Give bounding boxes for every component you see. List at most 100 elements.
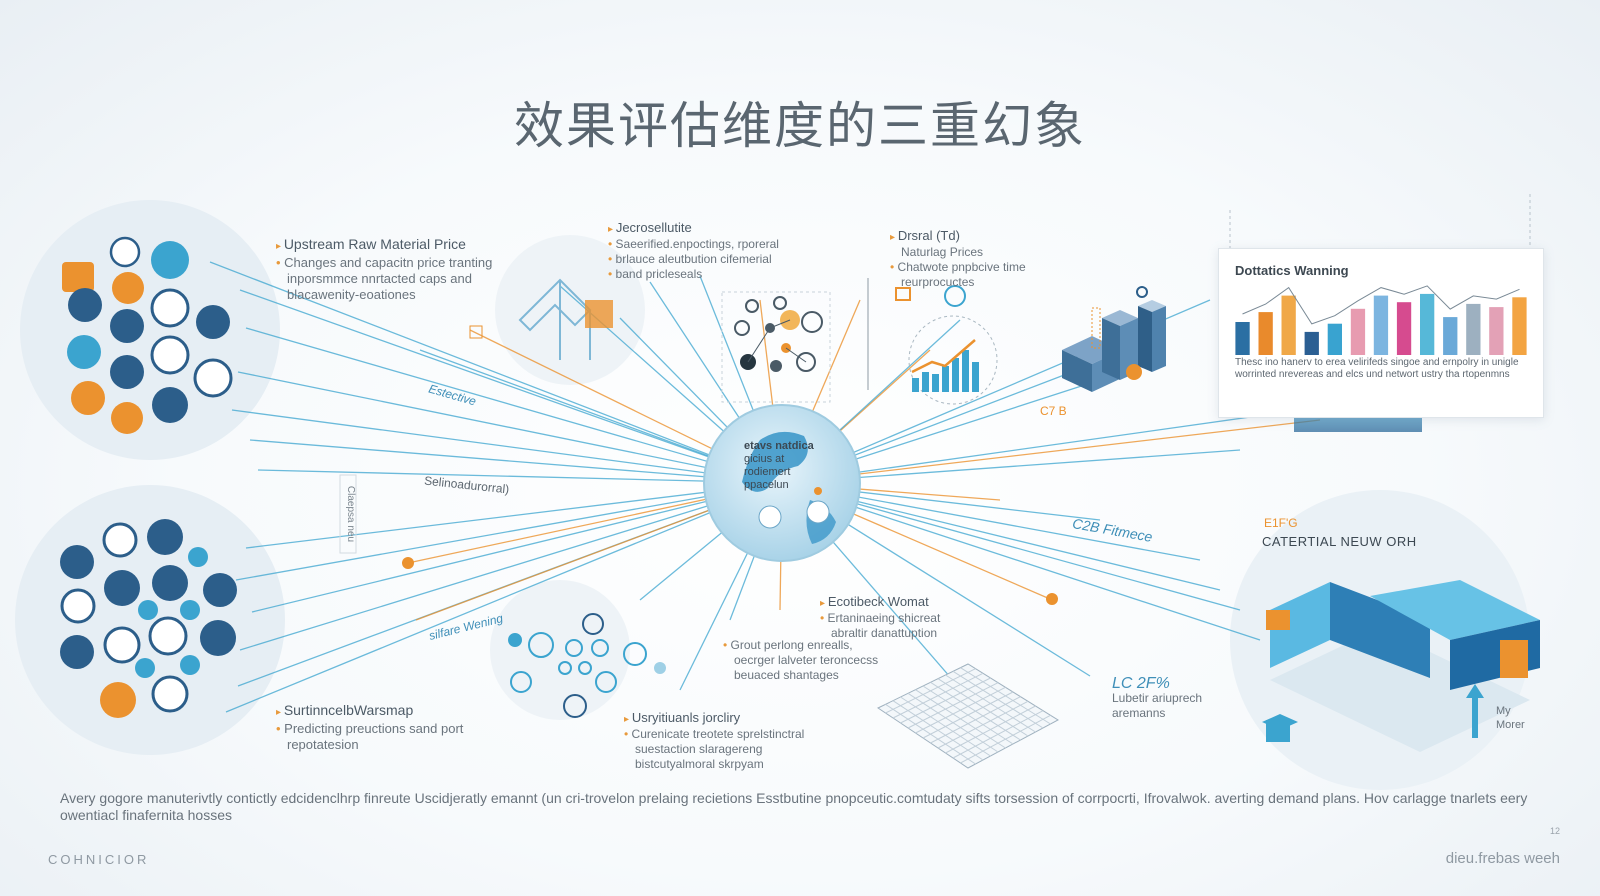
brand-logo: COHNICIOR xyxy=(48,852,150,867)
globe-continent xyxy=(742,431,808,492)
connection-line-8 xyxy=(235,482,783,581)
grout-label: Grout perlong enrealls, oecrger lalveter… xyxy=(723,638,879,683)
left-top-cluster-bg xyxy=(20,200,280,460)
gear-icon xyxy=(103,626,141,664)
connection-line-28 xyxy=(781,419,1321,484)
bottom-caption: Avery gogore manuterivtly contictly edci… xyxy=(60,790,1528,823)
my-line-1: My xyxy=(1496,705,1511,717)
catnet-heading: CATERTIAL NEUW ORH xyxy=(1262,534,1417,549)
ecommerce-label: Ecotibeck Womat Ertaninaeing shicreat ab… xyxy=(820,594,941,641)
panel-bar-12 xyxy=(1512,297,1527,355)
usr-heading: Usryitiuanls jorcliry xyxy=(624,710,804,727)
hub-line-4: ppacelun xyxy=(744,479,789,491)
globe-node-2 xyxy=(806,500,830,524)
ecommerce-line-2: abraltir danattuption xyxy=(831,626,938,640)
hub-line-3: rodiemert xyxy=(744,466,791,478)
usr-line-3: bistcutyalmoral skrpyam xyxy=(635,757,764,771)
chart-icon xyxy=(193,358,233,398)
page-title: 效果评估维度的三重幻象 xyxy=(514,97,1086,155)
lock-icon xyxy=(147,519,183,555)
globe-node-1 xyxy=(758,505,782,529)
panel-bar-3 xyxy=(1304,331,1319,355)
tl-heading: Jecrosellutite xyxy=(608,220,779,237)
upstream-line-3: blacawenity-eoationes xyxy=(287,287,416,302)
hub-line-2: gicius at xyxy=(744,453,785,465)
connection-line-4 xyxy=(231,409,783,484)
link-icon xyxy=(109,236,141,268)
earth-icon xyxy=(151,675,189,713)
monitor-icon xyxy=(196,305,230,339)
tl-label: Jecrosellutite Saeerified.enpoctings, rp… xyxy=(608,220,779,282)
usr-line-2: suestaction slaragereng xyxy=(635,742,763,756)
globe-orange-dot xyxy=(814,487,822,495)
hub-line-1: etavs natdica xyxy=(744,440,814,452)
tl-line-1: Saeerified.enpoctings, rporeral xyxy=(608,237,779,252)
connection-line-9 xyxy=(251,482,783,613)
panel-bar-5 xyxy=(1350,308,1366,355)
grid-platform xyxy=(876,663,1059,769)
usr-label: Usryitiuanls jorcliry Curenicate treotet… xyxy=(624,710,805,772)
orange-dash-box xyxy=(1091,307,1101,349)
connection-line-2 xyxy=(245,327,783,484)
grout-line-2: oecrger lalveter teroncecss xyxy=(734,653,879,667)
sust-heading: SurtinncelbWarsmap xyxy=(276,702,463,721)
connection-line-10 xyxy=(239,482,783,651)
panel-bar-10 xyxy=(1466,303,1481,355)
connection-line-0 xyxy=(209,261,783,484)
footer-text: dieu.frebas weeh xyxy=(1445,850,1560,867)
lc-heading: LC 2F% xyxy=(1112,675,1170,692)
connection-line-34 xyxy=(781,482,1261,641)
panel-bar-9 xyxy=(1443,317,1458,355)
sust-label: SurtinncelbWarsmap Predicting preuctions… xyxy=(276,702,464,753)
cloud-icon xyxy=(102,522,138,558)
grid-line-10-1 xyxy=(952,710,1044,759)
tag-c7b: C7 B xyxy=(1040,404,1067,418)
left-top-icon-cluster xyxy=(62,236,233,434)
dot-icon-4 xyxy=(135,658,155,678)
dot-icon-3 xyxy=(180,600,200,620)
left-bottom-cluster-bg xyxy=(15,485,285,755)
dot-icon-2 xyxy=(138,600,158,620)
connection-line-27 xyxy=(781,409,1301,484)
orange-node-right xyxy=(1046,593,1058,605)
bottom-network-bg xyxy=(490,580,630,720)
tl-line-2: brlauce aleutbution cifemerial xyxy=(608,252,779,267)
lc-line-1: Lubetir ariuprech xyxy=(1112,691,1203,705)
factory-illustration xyxy=(1262,580,1540,752)
tr-line-2: Chatwote pnpbcive time xyxy=(890,260,1026,275)
bag-icon xyxy=(104,570,140,606)
user-icon xyxy=(60,545,94,579)
grid-icon xyxy=(148,616,188,656)
tr-label: Drsral (Td) Naturlag Prices Chatwote pnp… xyxy=(890,228,1026,290)
wifi-icon xyxy=(152,387,188,423)
vertical-label: Claepsa neu xyxy=(345,486,356,542)
people-icon xyxy=(60,635,94,669)
panel-trend-line xyxy=(1242,285,1520,325)
connection-line-12 xyxy=(225,482,783,713)
isometric-buildings xyxy=(1062,286,1166,392)
panel-bar-4 xyxy=(1327,323,1342,355)
eye-icon xyxy=(67,335,101,369)
upstream-line-2: inporsmmce nnrtacted caps and xyxy=(287,271,472,286)
face-icon xyxy=(151,241,189,279)
page-number: 12 xyxy=(1549,826,1560,836)
panel-bar-1 xyxy=(1258,312,1273,355)
grid-line-11-1 xyxy=(960,714,1051,764)
hub-text: etavs natdica gicius at rodiemert ppacel… xyxy=(744,440,814,492)
tl-line-3: band pricleseals xyxy=(608,267,779,282)
catnet-tag: E1F'G xyxy=(1264,516,1298,530)
panel-bar-7 xyxy=(1396,302,1412,355)
network-icon xyxy=(152,565,188,601)
hand-icon xyxy=(71,381,105,415)
box-icon xyxy=(62,262,94,292)
panel-bar-8 xyxy=(1420,293,1435,355)
upstream-heading: Upstream Raw Material Price xyxy=(276,236,492,255)
grout-line-3: beuaced shantages xyxy=(734,668,839,682)
orange-node-left xyxy=(402,557,414,569)
dashboard-panel: Dottatics Wanning Thesc ino hanerv to er… xyxy=(1218,248,1544,418)
tr-line-3: reurprocuctes xyxy=(901,275,975,289)
connection-line-3 xyxy=(237,371,783,484)
usr-line-1: Curenicate treotete sprelstinctral xyxy=(624,727,805,742)
tree-icon xyxy=(100,682,136,718)
